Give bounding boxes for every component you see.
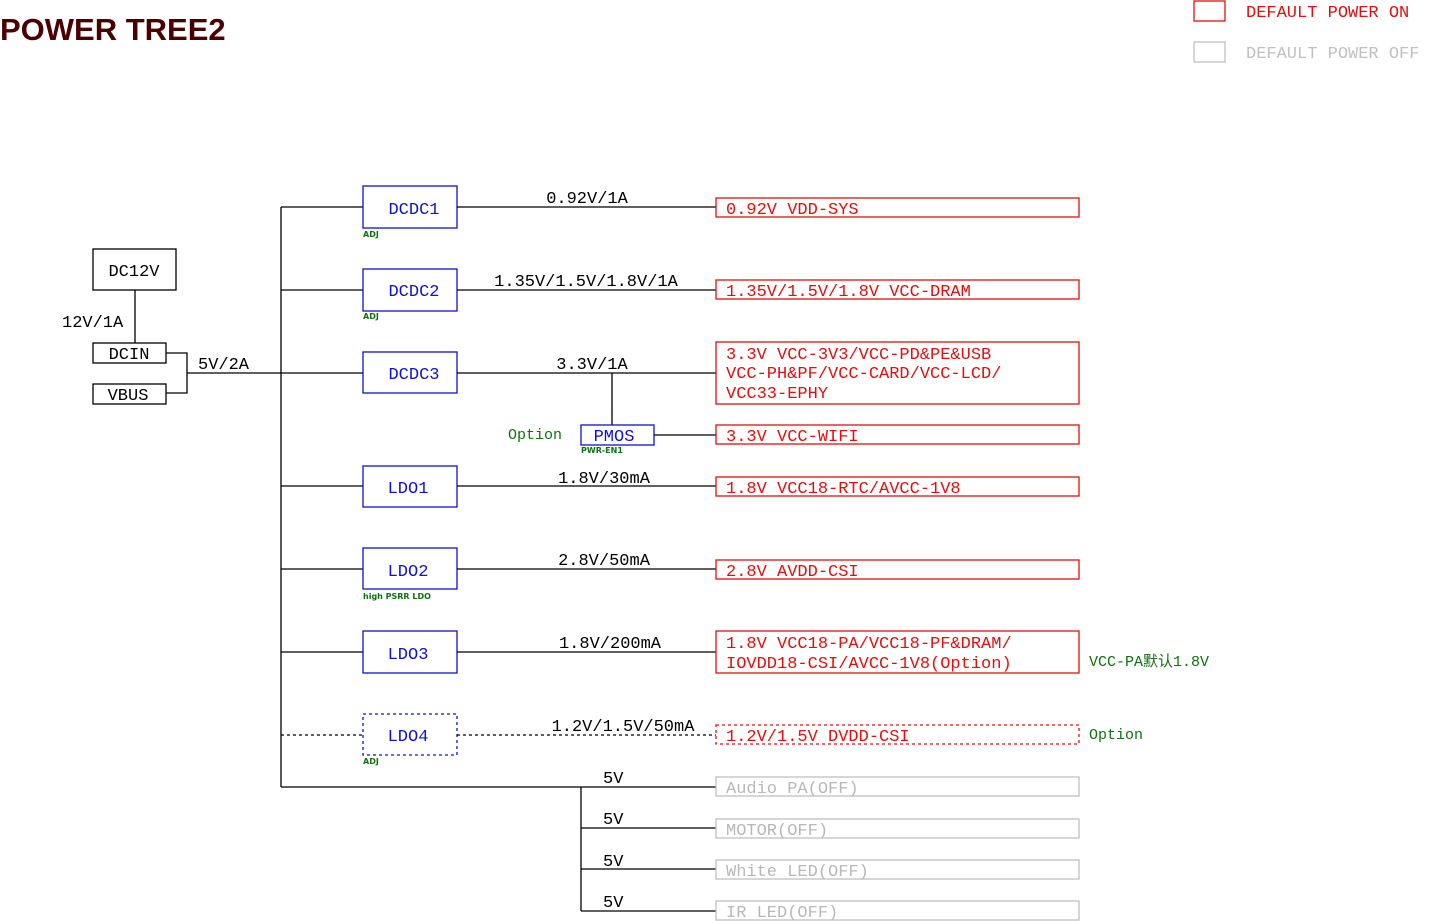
ldo4-rail-label: 1.2V/1.5V/50mA	[552, 718, 696, 737]
source-or-wire	[166, 352, 188, 394]
dcdc1-label: DCDC1	[388, 201, 439, 220]
audio-pa-load-box[interactable]	[715, 776, 1080, 797]
legend-power-off-swatch	[1193, 41, 1226, 63]
pmos-option-label: Option	[508, 427, 562, 444]
ir-led-load-label: IR LED(OFF)	[726, 904, 838, 921]
dcdc1-load-label: 0.92V VDD-SYS	[726, 201, 859, 220]
legend: DEFAULT POWER ON DEFAULT POWER OFF	[1193, 0, 1419, 64]
ldo1-label: LDO1	[388, 480, 429, 499]
dcdc2-load-box[interactable]	[715, 279, 1080, 300]
input-sources: DC12V 12V/1A DCIN VBUS 5V/2A	[62, 248, 281, 406]
ldo4-label: LDO4	[388, 728, 429, 747]
motor-load-box[interactable]	[715, 818, 1080, 839]
white-led-load-box[interactable]	[715, 859, 1080, 880]
ldo2-rail-label: 2.8V/50mA	[558, 552, 651, 571]
dcdc3-load-line-1: 3.3V VCC-3V3/VCC-PD&PE&USB	[726, 346, 991, 365]
dcdc2-note: ADJ	[363, 312, 379, 321]
ldo1-load-label: 1.8V VCC18-RTC/AVCC-1V8	[726, 480, 961, 499]
five-volt-rail-label-4: 5V	[603, 894, 624, 913]
dcdc3-load-line-2: VCC-PH&PF/VCC-CARD/VCC-LCD/	[726, 365, 1001, 384]
ldo3-load-line-2: IOVDD18-CSI/AVCC-1V8(Option)	[726, 655, 1012, 674]
five-volt-loads: 5V Audio PA(OFF) 5V MOTOR(OFF) 5V White …	[580, 770, 1080, 921]
ldo2-load-box[interactable]	[715, 559, 1080, 580]
regulator-dcdc2: DCDC2 ADJ 1.35V/1.5V/1.8V/1A 1.35V/1.5V/…	[281, 268, 1080, 321]
dcdc1-note: ADJ	[363, 230, 379, 239]
ldo3-load-box[interactable]	[715, 630, 1080, 674]
dcdc3-label: DCDC3	[388, 366, 439, 385]
legend-power-off-label: DEFAULT POWER OFF	[1246, 45, 1419, 64]
dcdc3-rail-label: 3.3V/1A	[556, 356, 628, 375]
regulator-dcdc3: DCDC3 3.3V/1A 3.3V VCC-3V3/VCC-PD&PE&USB…	[281, 341, 1080, 405]
pmos-load-box[interactable]	[715, 424, 1080, 445]
dcdc3-load-line-3: VCC33-EPHY	[726, 385, 828, 404]
ldo1-load-box[interactable]	[715, 476, 1080, 497]
dcdc3-load-box[interactable]	[715, 341, 1080, 405]
dcdc2-label: DCDC2	[388, 283, 439, 302]
five-volt-rail-label-3: 5V	[603, 853, 624, 872]
legend-power-on-swatch	[1193, 0, 1226, 22]
ldo2-note: high PSRR LDO	[363, 592, 431, 601]
dcdc1-rail-label: 0.92V/1A	[546, 190, 628, 209]
ldo3-load-line-1: 1.8V VCC18-PA/VCC18-PF&DRAM/	[726, 635, 1012, 654]
ldo4-load-box[interactable]	[715, 724, 1080, 745]
dcdc2-rail-label: 1.35V/1.5V/1.8V/1A	[494, 273, 678, 292]
pmos-label: PMOS	[594, 428, 635, 447]
regulator-dcdc1: DCDC1 ADJ 0.92V/1A 0.92V VDD-SYS	[281, 185, 1080, 239]
ldo4-load-label: 1.2V/1.5V DVDD-CSI	[726, 728, 910, 747]
ldo1-rail-label: 1.8V/30mA	[558, 470, 651, 489]
main-rail-label: 5V/2A	[198, 356, 250, 375]
white-led-load-label: White LED(OFF)	[726, 863, 869, 882]
pmos-load-label: 3.3V VCC-WIFI	[726, 428, 859, 447]
ldo3-side-note: VCC-PA默认1.8V	[1089, 653, 1209, 671]
pmos-switch: PMOS PWR-EN1 Option 3.3V VCC-WIFI	[508, 373, 1080, 455]
dcin-label: DCIN	[109, 346, 150, 365]
five-volt-rail-label-1: 5V	[603, 770, 624, 789]
ldo3-rail-label: 1.8V/200mA	[559, 635, 662, 654]
ldo3-label: LDO3	[388, 646, 429, 665]
five-volt-rail-label-2: 5V	[603, 811, 624, 830]
dcdc1-load-box[interactable]	[715, 197, 1080, 218]
dc12v-label: DC12V	[108, 263, 160, 282]
dcdc2-load-label: 1.35V/1.5V/1.8V VCC-DRAM	[726, 283, 971, 302]
ldo2-label: LDO2	[388, 563, 429, 582]
motor-load-label: MOTOR(OFF)	[726, 822, 828, 841]
ir-led-load-box[interactable]	[715, 900, 1080, 921]
regulator-ldo4: LDO4 ADJ 1.2V/1.5V/50mA 1.2V/1.5V DVDD-C…	[281, 713, 1143, 766]
regulator-ldo2: LDO2 high PSRR LDO 2.8V/50mA 2.8V AVDD-C…	[281, 547, 1080, 601]
ldo4-side-note: Option	[1089, 727, 1143, 744]
legend-power-on-label: DEFAULT POWER ON	[1246, 4, 1409, 23]
vbus-label: VBUS	[108, 387, 149, 406]
vbus-block[interactable]	[92, 383, 167, 405]
regulator-ldo1: LDO1 1.8V/30mA 1.8V VCC18-RTC/AVCC-1V8	[281, 465, 1080, 508]
dc12v-rail-label: 12V/1A	[62, 314, 124, 333]
pmos-note: PWR-EN1	[581, 446, 623, 455]
ldo2-load-label: 2.8V AVDD-CSI	[726, 563, 859, 582]
regulator-ldo3: LDO3 1.8V/200mA 1.8V VCC18-PA/VCC18-PF&D…	[281, 630, 1209, 674]
page-title: POWER TREE2	[0, 12, 226, 47]
ldo4-note: ADJ	[363, 757, 379, 766]
audio-pa-load-label: Audio PA(OFF)	[726, 780, 859, 799]
